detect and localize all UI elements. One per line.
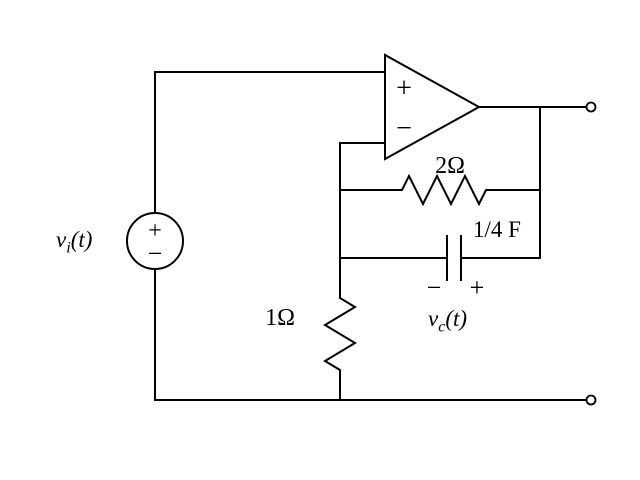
resistor-2ohm-label: 2Ω [435, 153, 465, 179]
voltage-source-circle [126, 212, 184, 270]
opamp-minus-sign: − [396, 113, 412, 144]
capacitor-voltage-sub: c [438, 318, 446, 336]
input-voltage-suffix: (t) [70, 227, 93, 252]
wire-inverting-input [339, 142, 386, 299]
opamp-triangle [384, 53, 482, 161]
capacitor-voltage-base: v [428, 306, 439, 331]
resistor-1ohm [323, 296, 357, 401]
resistor-2ohm [339, 173, 541, 207]
input-voltage-base: v [56, 227, 67, 252]
opamp-plus-sign: + [396, 73, 412, 104]
capacitor-minus-sign: − [427, 273, 442, 302]
capacitor-plus-sign: + [470, 273, 485, 302]
capacitor-voltage-label: vc(t) [428, 307, 467, 336]
output-terminal-top [585, 101, 597, 113]
input-voltage-sub: i [66, 239, 71, 257]
capacitor-voltage-suffix: (t) [445, 306, 468, 331]
output-terminal-bottom [585, 394, 597, 406]
resistor-1ohm-label: 1Ω [265, 305, 295, 331]
capacitor-value-label: 1/4 F [473, 217, 521, 242]
input-voltage-label: vi(t) [56, 228, 92, 257]
source-plus-sign: + [148, 218, 162, 244]
source-minus-sign: − [148, 239, 163, 268]
